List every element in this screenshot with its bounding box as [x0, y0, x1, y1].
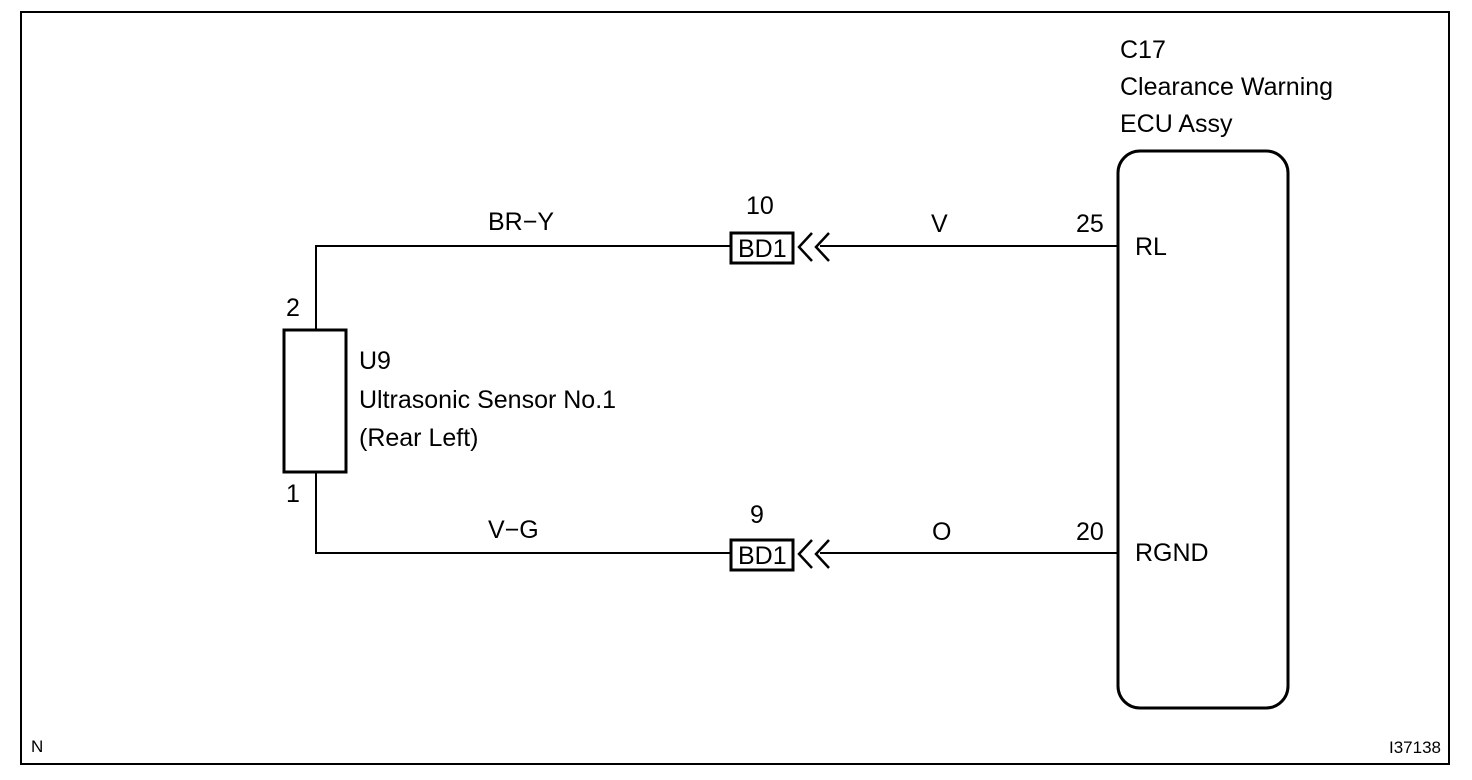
connector-bottom-box — [729, 538, 795, 572]
ecu-name-line2: ECU Assy — [1120, 110, 1233, 138]
wire-bottom-left — [315, 472, 731, 554]
wire-top-right-color: V — [931, 210, 948, 238]
ecu-code: C17 — [1120, 36, 1166, 64]
wire-bottom-right-color: O — [932, 518, 951, 546]
sensor-name: Ultrasonic Sensor No.1 — [359, 386, 616, 414]
sensor-body — [282, 328, 348, 474]
figure-id: I37138 — [1389, 738, 1441, 757]
sensor-code: U9 — [359, 347, 391, 375]
wire-top-left — [315, 245, 731, 330]
connector-top-label: BD1 — [738, 235, 787, 263]
sensor-pin-bottom: 1 — [286, 480, 300, 508]
connector-top-box — [729, 231, 795, 265]
connector-top-pin: 10 — [746, 192, 774, 220]
connector-bottom-pin: 9 — [750, 501, 764, 529]
connector-bottom-label: BD1 — [738, 542, 787, 570]
ecu-name-line1: Clearance Warning — [1120, 73, 1333, 101]
ecu-pin-rl-number: 25 — [1076, 210, 1104, 238]
sensor-pin-top: 2 — [286, 294, 300, 322]
ecu-pin-rl-label: RL — [1135, 233, 1167, 261]
diagram-frame — [20, 11, 1450, 765]
wire-bottom-left-color: V−G — [488, 516, 539, 544]
wire-top-left-color: BR−Y — [488, 208, 554, 236]
connector-top-arrow-icon — [797, 232, 830, 262]
sensor-position: (Rear Left) — [359, 424, 478, 452]
corner-mark: N — [31, 737, 43, 756]
ecu-pin-rgnd-number: 20 — [1076, 518, 1104, 546]
connector-bottom-arrow-icon — [797, 539, 830, 569]
ecu-body — [1116, 149, 1290, 710]
ecu-pin-rgnd-label: RGND — [1135, 539, 1209, 567]
